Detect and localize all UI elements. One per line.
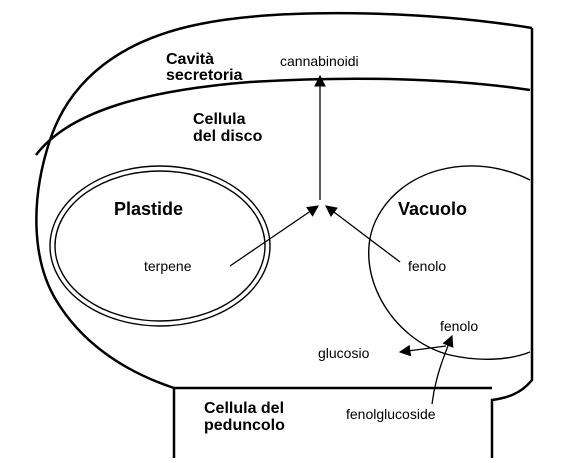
- arrow-glucoside: [431, 334, 454, 405]
- arrow-terpene: [229, 205, 319, 267]
- cannabinoids-label: cannabinoidi: [280, 53, 359, 69]
- disc-cell-label-2: del disco: [193, 128, 263, 145]
- vacuole-label: Vacuolo: [398, 199, 467, 219]
- arrow-phenol: [325, 205, 401, 263]
- disc-cell-label-1: Cellula: [193, 111, 246, 128]
- phenol-cytoplasm-label: fenolo: [408, 258, 446, 274]
- secretory-cavity-label-1: Cavità: [166, 51, 214, 68]
- terpene-label: terpene: [144, 258, 192, 274]
- phenol-glucoside-label: fenolglucoside: [346, 406, 436, 422]
- phenol-vacuole-label: fenolo: [440, 318, 478, 334]
- cavity-boundary: [35, 77, 531, 156]
- stalk-cell-label-1: Cellula del: [204, 400, 284, 417]
- vacuole-outline: [368, 165, 531, 360]
- plastid-outer: [49, 165, 271, 327]
- plastid-label: Plastide: [114, 199, 183, 219]
- arrow-glucose: [398, 344, 447, 357]
- plastid-inner: [54, 170, 266, 322]
- glucose-label: glucosio: [318, 345, 370, 361]
- stalk-cell-label-2: peduncolo: [204, 417, 285, 434]
- secretory-cavity-label-2: secretoria: [166, 67, 243, 84]
- gland-right-wall: [490, 28, 534, 458]
- gland-outline: [35, 11, 533, 458]
